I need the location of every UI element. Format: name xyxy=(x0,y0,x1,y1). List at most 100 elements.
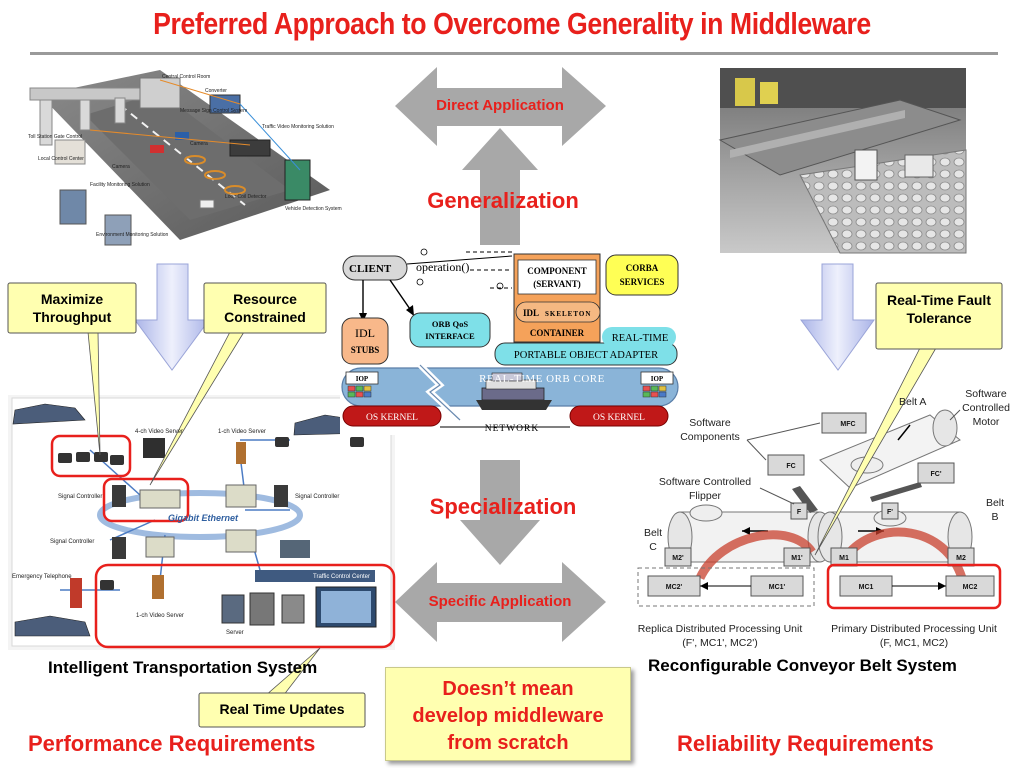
fc-label: FC xyxy=(786,463,795,470)
its-net-label: Emergency Telephone xyxy=(12,574,72,580)
its-img-label: Facility Monitoring Solution xyxy=(90,182,150,188)
reliability-heading: Reliability Requirements xyxy=(677,731,934,756)
components-label-1: Software xyxy=(689,417,731,429)
iop-left-label: IOP xyxy=(356,375,369,383)
throughput-callout xyxy=(7,282,137,334)
left-down-arrow xyxy=(134,263,210,371)
its-net-label: 1-ch Video Server xyxy=(136,613,184,619)
idl-stubs-label-2: STUBS xyxy=(351,345,380,355)
its-img-label: Environment Monitoring Solution xyxy=(96,232,168,238)
orb-qos-label-2: INTERFACE xyxy=(425,331,475,341)
skeleton-label: SKELETON xyxy=(545,310,591,318)
its-img-label: Camera xyxy=(190,141,208,147)
fc-prime-label: FC' xyxy=(931,471,942,478)
belt-b-label-1: Belt xyxy=(986,497,1004,509)
mfc-label: MFC xyxy=(840,421,855,428)
performance-heading: Performance Requirements xyxy=(28,731,316,756)
conveyor-caption: Reconfigurable Conveyor Belt System xyxy=(648,656,957,675)
corba-label-1: CORBA xyxy=(626,263,659,273)
its-net-label: 4-ch Video Server xyxy=(135,429,183,435)
os-kernel-right-label: OS KERNEL xyxy=(593,413,645,423)
its-net-label: Signal Controller xyxy=(58,494,102,500)
resource-callout-text: Resource Constrained xyxy=(224,291,306,325)
orb-client-label: CLIENT xyxy=(349,263,392,275)
m1-prime-label: M1' xyxy=(791,555,803,562)
idl-skeleton-label: IDL xyxy=(523,308,539,318)
its-img-label: Message Sign Control System xyxy=(180,108,247,114)
f-prime-label: F' xyxy=(887,509,893,516)
orb-operation-label: operation() xyxy=(416,260,469,274)
its-net-label: 1-ch Video Server xyxy=(218,429,266,435)
title-divider xyxy=(30,52,998,55)
primary-unit-label-2: (F, MC1, MC2) xyxy=(880,637,948,649)
network-label: NETWORK xyxy=(485,424,540,434)
its-caption: Intelligent Transportation System xyxy=(48,658,318,677)
realtime-fault-callout xyxy=(875,282,1003,350)
generalization-arrow xyxy=(462,128,538,245)
f-label: F xyxy=(797,509,802,516)
motor-label-1: Software xyxy=(965,388,1007,400)
direct-application-arrow xyxy=(395,67,606,146)
throughput-callout-text: Maximize Throughput xyxy=(32,291,112,325)
note-line-1: Doesn’t mean xyxy=(442,678,574,700)
its-img-label: Central Control Room xyxy=(162,74,210,80)
m2-prime-label: M2' xyxy=(672,555,684,562)
mc2-label: MC2 xyxy=(963,584,978,591)
orb-component-label: COMPONENT xyxy=(527,266,587,276)
primary-unit-label-1: Primary Distributed Processing Unit xyxy=(831,623,997,635)
specialization-arrow xyxy=(460,460,540,565)
orb-qos-label-1: ORB QoS xyxy=(432,319,468,329)
os-kernel-left-label: OS KERNEL xyxy=(366,413,418,423)
motor-label-2: Controlled xyxy=(962,402,1010,414)
its-img-label: Toll Station Gate Control xyxy=(28,134,82,140)
its-net-label: Server xyxy=(226,630,244,636)
m2-label: M2 xyxy=(956,555,966,562)
belt-a-label: Belt A xyxy=(899,396,926,408)
motor-label-3: Motor xyxy=(973,416,1000,428)
slide-title: Preferred Approach to Overcome Generalit… xyxy=(153,6,871,41)
replica-unit-label-2: (F', MC1', MC2') xyxy=(682,637,757,649)
its-net-label: Signal Controller xyxy=(50,539,94,545)
highway-illustration xyxy=(29,70,330,246)
resource-callout xyxy=(203,282,327,334)
poa-label: PORTABLE OBJECT ADAPTER xyxy=(514,350,658,361)
middleware-note: Doesn’t mean develop middleware from scr… xyxy=(385,667,631,761)
primary-unit-highlight-box xyxy=(826,563,1002,610)
its-img-label: Traffic Video Monitoring Solution xyxy=(262,124,334,130)
mc2-prime-label: MC2' xyxy=(666,584,683,591)
conveyor-photo xyxy=(718,68,967,254)
realtime-fault-callout-text: Real-Time Fault Tolerance xyxy=(887,292,991,326)
network-ship-icon xyxy=(476,372,552,410)
flipper-label-2: Flipper xyxy=(689,490,722,502)
right-down-arrow xyxy=(800,263,875,371)
iop-right-label: IOP xyxy=(651,375,664,383)
direct-application-label: Direct Application xyxy=(436,97,564,114)
its-img-label: Loop Coil Detector xyxy=(225,194,267,200)
updates-callout xyxy=(198,692,366,728)
poa-rt-label: REAL-TIME xyxy=(612,333,669,344)
its-net-label: Signal Controller xyxy=(295,494,339,500)
its-network-diagram xyxy=(8,395,396,650)
idl-stubs-label-1: IDL xyxy=(355,326,375,340)
replica-unit-label-1: Replica Distributed Processing Unit xyxy=(638,623,803,635)
m1-label: M1 xyxy=(839,555,849,562)
note-line-2: develop middleware xyxy=(412,705,604,727)
belt-c-label-1: Belt xyxy=(644,527,662,539)
orb-core-label: REAL-TIME ORB CORE xyxy=(479,373,605,385)
specific-application-arrow xyxy=(395,562,606,642)
its-img-label: Local Control Center xyxy=(38,156,84,162)
belt-b-label-2: B xyxy=(991,511,998,523)
generalization-label: Generalization xyxy=(427,188,579,213)
specialization-label: Specialization xyxy=(429,494,577,519)
orb-diagram xyxy=(340,248,685,435)
mc1-label: MC1 xyxy=(859,584,874,591)
gigabit-ethernet-label: Gigabit Ethernet xyxy=(168,513,239,523)
orb-servant-label: (SERVANT) xyxy=(533,279,581,289)
updates-callout-text: Real Time Updates xyxy=(219,701,345,717)
its-img-label: Camera xyxy=(112,164,130,170)
its-img-label: Vehicle Detection System xyxy=(285,206,342,212)
mc1-prime-label: MC1' xyxy=(769,584,786,591)
belt-c-label-2: C xyxy=(649,541,657,553)
components-label-2: Components xyxy=(680,431,740,443)
